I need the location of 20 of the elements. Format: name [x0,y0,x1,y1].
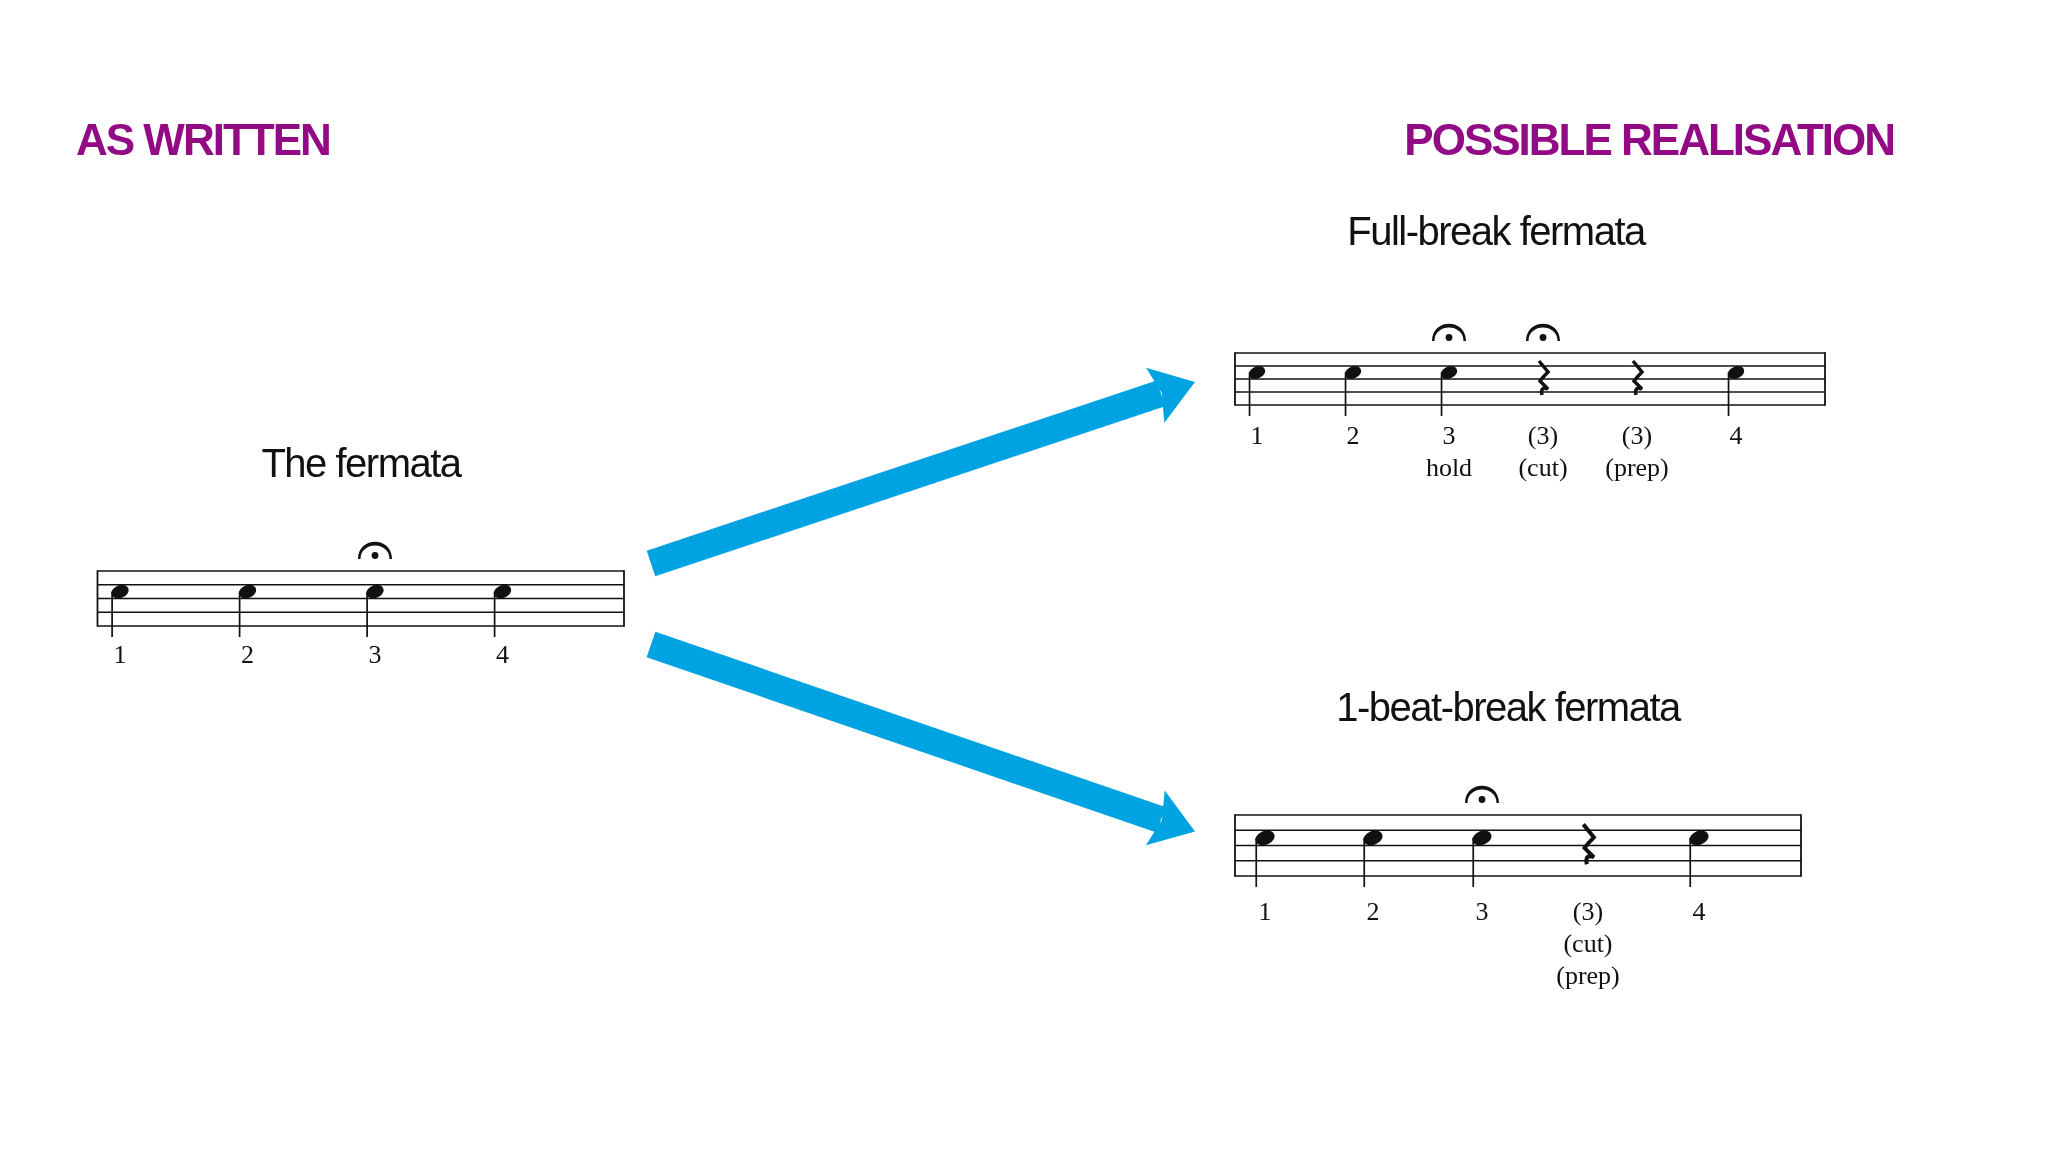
beat-label: 4 [496,640,509,670]
beat-label: 2 [241,640,254,670]
staff-title: The fermata [261,440,461,486]
beat-label: (3) (cut) (prep) [1556,896,1620,992]
staff-title: 1-beat-break fermata [1336,684,1680,730]
beat-label: 4 [1729,420,1743,452]
beat-label: (3) (cut) [1518,420,1568,484]
staff-title: Full-break fermata [1347,208,1645,254]
beat-label: 2 [1346,420,1360,452]
beat-label: 2 [1366,896,1380,928]
beat-label: 3 hold [1425,420,1473,484]
beat-label: (3) (prep) [1605,420,1669,484]
section-heading: POSSIBLE REALISATION [1404,118,1894,162]
beat-label: 3 [368,640,382,670]
beat-label: 1 [1258,896,1272,928]
section-heading: AS WRITTEN [76,118,330,162]
beat-label: 1 [113,640,127,670]
beat-label: 1 [1250,420,1264,452]
beat-label: 4 [1692,896,1706,928]
beat-label: 3 [1475,896,1489,928]
